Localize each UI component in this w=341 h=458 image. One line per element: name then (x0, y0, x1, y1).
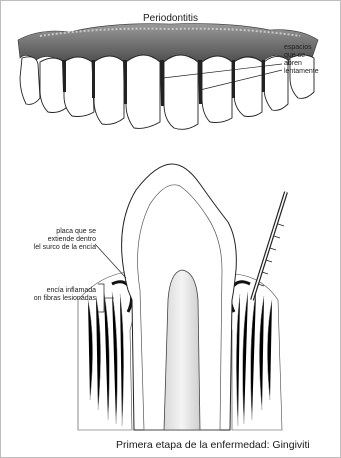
tooth-4 (94, 56, 124, 124)
root-canal (164, 270, 200, 430)
tooth-2 (40, 58, 66, 113)
spaces-label-line: espacios (284, 44, 319, 52)
bottom-figure-caption: Primera etapa de la enfermedad: Gingivit… (116, 439, 310, 451)
tooth-6 (164, 55, 198, 129)
spaces-label-line: lentamente (284, 68, 319, 76)
tooth-8 (234, 57, 262, 117)
tooth-3 (64, 57, 94, 117)
tooth-1 (20, 57, 40, 105)
periodontal-probe (252, 192, 286, 300)
plaque-label-line: extiende dentro (30, 236, 96, 244)
tooth-7 (202, 56, 232, 123)
plaque-label-line: lel surco de la encía (30, 244, 96, 252)
spaces-label: espacios que se abren lentamente (284, 44, 319, 76)
tooth-cross-section (122, 164, 237, 430)
gum-tissue-right (228, 274, 282, 430)
tooth-5 (126, 55, 160, 128)
plaque-label: placa que se extiende dentro lel surco d… (30, 228, 96, 252)
spaces-label-line: que se (284, 52, 319, 60)
inflamed-gum-label: encía inflamada on fibras lesionadas (22, 287, 96, 303)
inflamed-gum-label-line: encía inflamada (22, 287, 96, 295)
inflamed-gum-label-line: on fibras lesionadas (22, 295, 96, 303)
plaque-label-line: placa que se (30, 228, 96, 236)
spaces-label-line: abren (284, 60, 319, 68)
